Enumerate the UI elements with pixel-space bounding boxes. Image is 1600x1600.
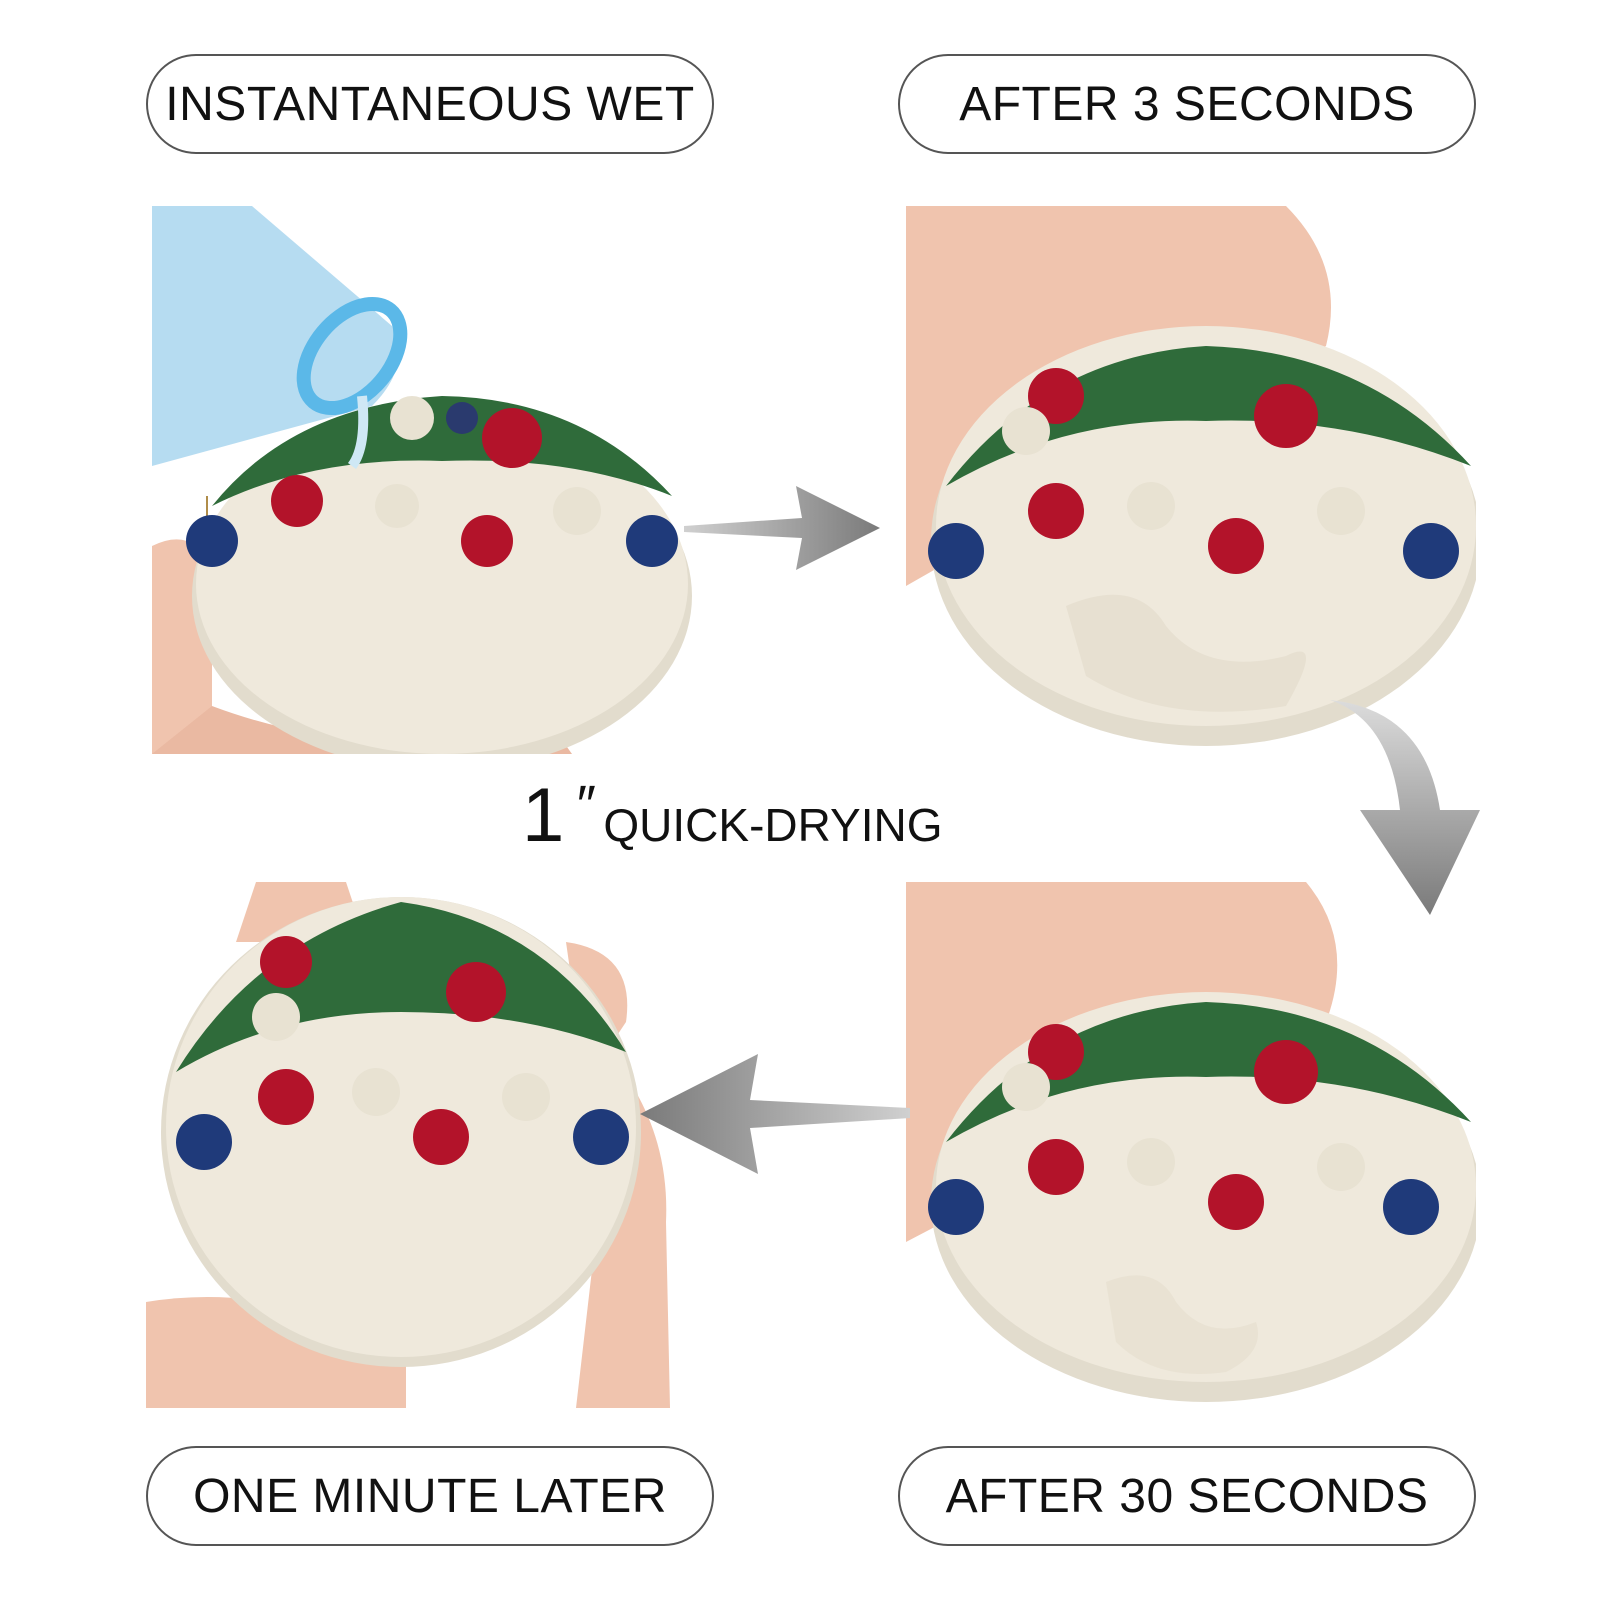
caption-mark: ″ <box>574 775 594 835</box>
label-instantaneous-wet: INSTANTANEOUS WET <box>146 54 714 154</box>
photo-after-30-seconds <box>906 882 1476 1412</box>
coaster-3s-illustration <box>906 206 1476 746</box>
quick-drying-caption: 1 ″ QUICK-DRYING <box>522 773 943 878</box>
caption-number: 1 <box>522 773 565 858</box>
label-one-minute-later: ONE MINUTE LATER <box>146 1446 714 1546</box>
label-text: AFTER 30 SECONDS <box>945 1469 1429 1523</box>
coaster-1m-illustration <box>146 882 670 1408</box>
label-text: ONE MINUTE LATER <box>193 1469 667 1523</box>
label-text: INSTANTANEOUS WET <box>165 77 695 131</box>
coaster-wet-illustration <box>152 206 692 754</box>
caption-text: QUICK-DRYING <box>603 799 943 851</box>
arrow-left-icon <box>640 1048 910 1178</box>
label-after-3-seconds: AFTER 3 SECONDS <box>898 54 1476 154</box>
photo-one-minute-later <box>146 882 670 1408</box>
label-text: AFTER 3 SECONDS <box>959 77 1415 131</box>
photo-after-3-seconds <box>906 206 1476 766</box>
arrow-down-icon <box>1330 700 1480 920</box>
label-after-30-seconds: AFTER 30 SECONDS <box>898 1446 1476 1546</box>
coaster-30s-illustration <box>906 882 1476 1402</box>
photo-water-pouring <box>152 206 712 754</box>
arrow-right-icon <box>684 478 884 578</box>
